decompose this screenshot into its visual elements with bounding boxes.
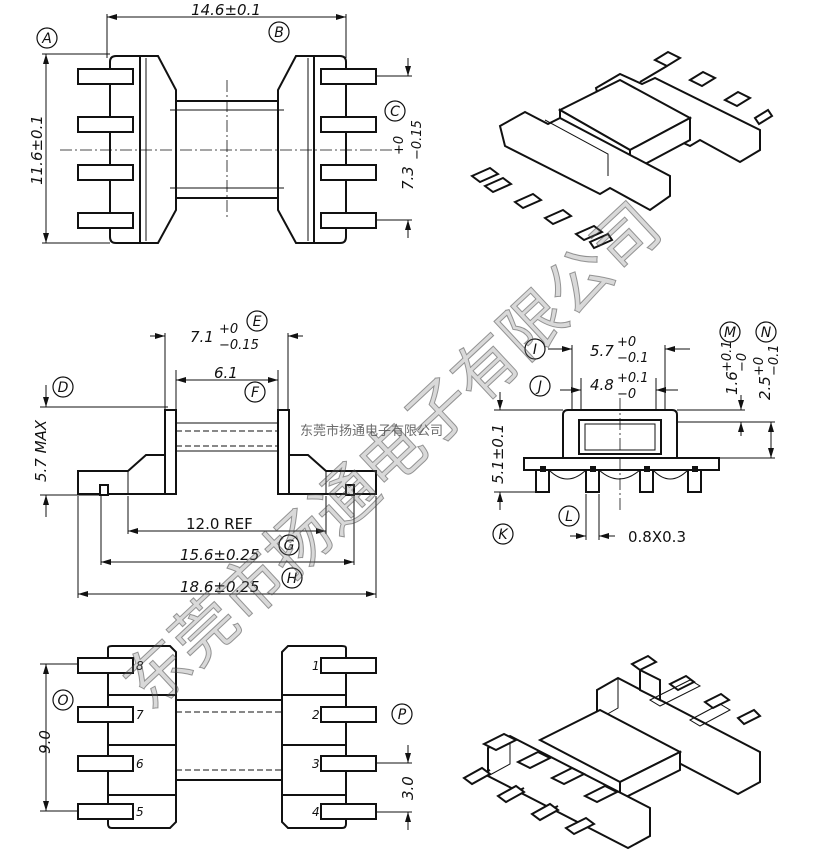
dim-inner-width: 6.1 xyxy=(214,364,238,382)
callout-m-circle xyxy=(719,321,741,343)
dim-pin-pitch: 3.0 xyxy=(399,776,417,800)
callout-j: J xyxy=(535,379,542,395)
callout-o-circle xyxy=(52,689,74,711)
dim-slot-outer-tol-top: +0 xyxy=(617,335,636,350)
dim-ref-length: 12.0 REF xyxy=(186,515,253,533)
dim-n-tol-top: +0 xyxy=(752,357,767,376)
dim-flange: 7.1 xyxy=(190,328,214,346)
callout-j-circle xyxy=(529,375,551,397)
callout-e-circle xyxy=(246,310,268,332)
dim-len-156: 15.6±0.25 xyxy=(180,546,259,564)
dim-len-186: 18.6±0.25 xyxy=(180,578,259,596)
callout-n-circle xyxy=(755,321,777,343)
callout-h-circle xyxy=(281,567,303,589)
dim-m: 1.6 xyxy=(723,371,741,395)
callouts: A B C D E F G H I J K L M N O P xyxy=(36,21,777,725)
dim-pin-span-tol-top: +0 xyxy=(392,136,407,155)
callout-e: E xyxy=(253,314,262,330)
dim-pin-size: 0.8X0.3 xyxy=(628,528,686,546)
callout-c-circle xyxy=(384,100,406,122)
isometric-bottom-view xyxy=(462,654,762,850)
callout-g: G xyxy=(284,538,295,554)
dim-bottom-height: 9.0 xyxy=(36,730,54,754)
dim-height-max: 5.7 MAX xyxy=(32,419,50,482)
side-view: 5.7 +0 −0.1 4.8 +0.1 −0 xyxy=(489,335,782,546)
dim-n-tol-bottom: −0.1 xyxy=(767,344,782,376)
isometric-top-view xyxy=(470,50,774,250)
pin-label-7: 7 xyxy=(136,708,144,722)
dim-flange-tol-top: +0 xyxy=(219,322,238,337)
pin-label-8: 8 xyxy=(136,659,144,673)
watermark-small-text: 东莞市扬通电子有限公司 xyxy=(300,423,443,439)
pin-label-6: 6 xyxy=(136,757,144,771)
dim-m-tol-bottom: −0 xyxy=(735,353,750,372)
callout-o: O xyxy=(57,693,68,709)
top-view: 14.6±0.1 11.6±0.1 xyxy=(28,1,425,244)
callout-p-circle xyxy=(391,703,413,725)
callout-d: D xyxy=(58,380,69,396)
callout-d-circle xyxy=(52,376,74,398)
pin-label-3: 3 xyxy=(312,757,320,771)
callout-a: A xyxy=(41,31,52,47)
callout-h: H xyxy=(287,571,298,587)
pin-label-5: 5 xyxy=(136,805,144,819)
dim-m-tol-top: +0.1 xyxy=(720,340,735,372)
callout-i: I xyxy=(533,342,537,358)
callout-b: B xyxy=(274,25,284,41)
dim-flange-tol-bottom: −0.15 xyxy=(219,338,259,353)
front-view: 7.1 +0 −0.15 6.1 5.7 MAX 东莞市扬通电子有限公司 xyxy=(32,322,443,598)
callout-b-circle xyxy=(268,21,290,43)
dim-slot-inner-tol-top: +0.1 xyxy=(617,371,649,386)
bottom-view: 9.0 8 7 6 5 1 2 3 4 xyxy=(36,645,417,830)
callout-p: P xyxy=(398,707,407,723)
dim-top-height: 11.6±0.1 xyxy=(28,115,46,185)
callout-c: C xyxy=(390,104,400,120)
dim-side-height: 5.1±0.1 xyxy=(489,424,507,484)
callout-i-circle xyxy=(524,338,546,360)
dim-slot-outer-tol-bottom: −0.1 xyxy=(617,351,649,366)
pin-label-4: 4 xyxy=(312,805,320,819)
callout-g-circle xyxy=(278,534,300,556)
dim-n: 2.5 xyxy=(756,376,774,400)
pin-label-1: 1 xyxy=(312,659,320,673)
dim-slot-inner: 4.8 xyxy=(590,376,614,394)
pin-label-2: 2 xyxy=(312,708,320,722)
callout-l: L xyxy=(565,509,573,525)
callout-n: N xyxy=(761,325,772,341)
dim-pin-span: 7.3 xyxy=(399,166,417,190)
dim-slot-inner-tol-bottom: −0 xyxy=(617,387,636,402)
callout-a-circle xyxy=(36,27,58,49)
dim-top-width: 14.6±0.1 xyxy=(191,1,261,19)
callout-m: M xyxy=(724,325,736,341)
callout-f: F xyxy=(251,385,260,401)
callout-l-circle xyxy=(558,505,580,527)
dim-slot-outer: 5.7 xyxy=(590,342,614,360)
dim-pin-span-tol-bottom: −0.15 xyxy=(410,120,425,160)
callout-f-circle xyxy=(244,381,266,403)
callout-k: K xyxy=(498,527,509,543)
callout-k-circle xyxy=(492,523,514,545)
